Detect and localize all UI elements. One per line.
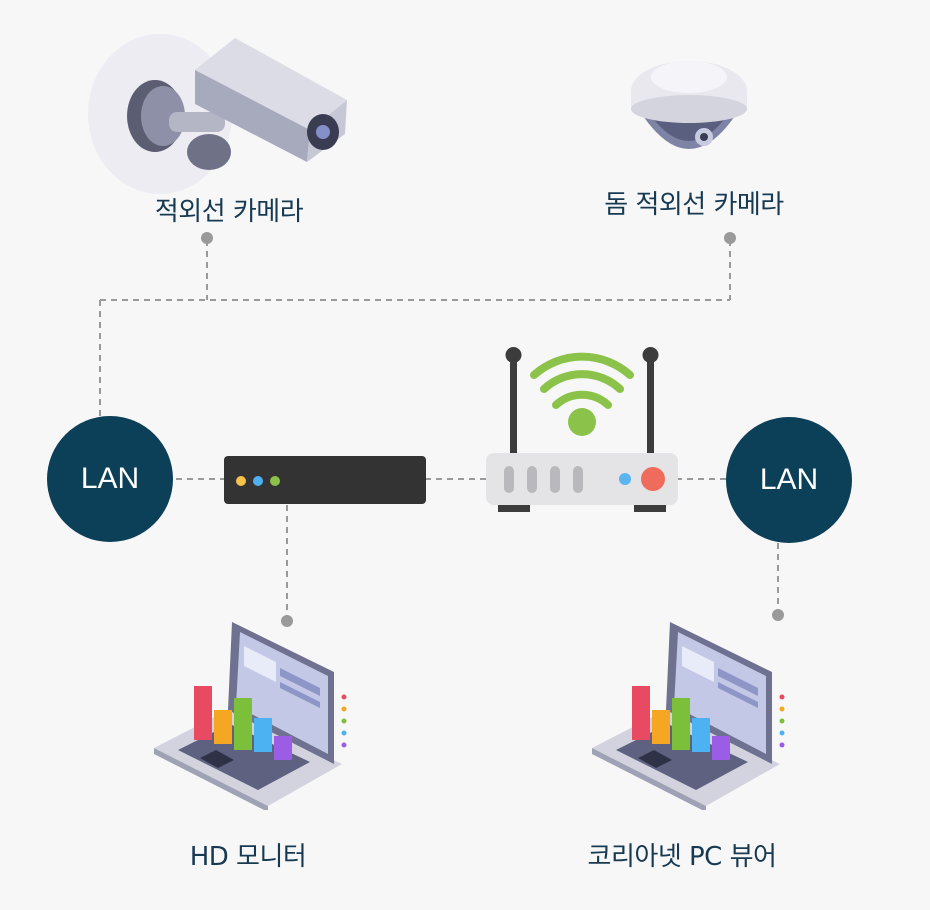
- pc-viewer-label: 코리아넷 PC 뷰어: [587, 842, 777, 872]
- lan-right-label: LAN: [759, 463, 819, 496]
- ir-camera-label: 적외선 카메라: [154, 197, 304, 227]
- laptop-icon: [154, 622, 347, 810]
- wifi-router-icon: [486, 347, 678, 512]
- lan-left-label: LAN: [80, 462, 140, 495]
- network-switch-icon: [224, 456, 426, 504]
- dome-camera-label: 돔 적외선 카메라: [604, 190, 784, 220]
- dome-camera-icon: [631, 61, 747, 149]
- laptop-icon: [592, 622, 785, 810]
- lan-right-node: LAN: [726, 417, 852, 543]
- bullet-camera-icon: [88, 34, 347, 194]
- lan-left-node: LAN: [47, 416, 173, 542]
- hd-monitor-label: HD 모니터: [189, 842, 307, 872]
